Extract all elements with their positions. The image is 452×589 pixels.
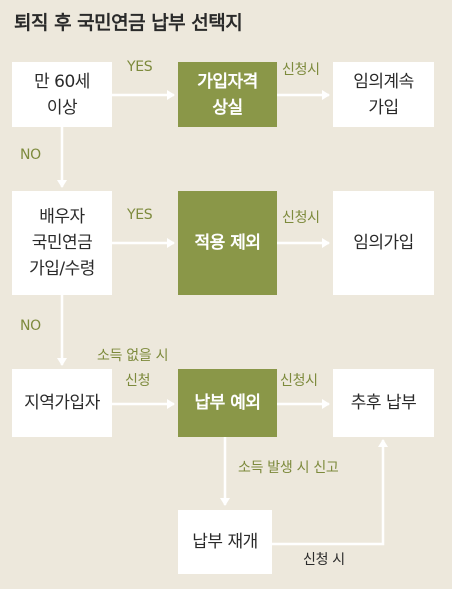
box-membership-loss: 가입자격 상실 xyxy=(178,62,277,127)
box-voluntary-continue: 임의계속 가입 xyxy=(333,62,434,127)
label-no-income: 소득 없을 시 xyxy=(97,348,169,364)
label-apply-3: 신청 xyxy=(125,373,151,389)
box-spouse-pension: 배우자 국민연금 가입/수령 xyxy=(12,191,112,295)
label-apply-1: 신청시 xyxy=(282,62,320,78)
label-no-1: NO xyxy=(20,147,41,163)
box-exclusion: 적용 제외 xyxy=(178,191,277,295)
label-apply-5: 신청 시 xyxy=(303,552,345,568)
label-apply-2: 신청시 xyxy=(282,210,320,226)
box-age-60-plus: 만 60세 이상 xyxy=(12,62,112,127)
label-income-report: 소득 발생 시 신고 xyxy=(238,460,339,476)
arrow-resume-to-later xyxy=(272,439,388,546)
label-apply-4: 신청시 xyxy=(280,373,318,389)
box-payment-resume: 납부 재개 xyxy=(178,510,272,574)
label-no-2: NO xyxy=(20,318,41,334)
page-title: 퇴직 후 국민연금 납부 선택지 xyxy=(14,12,243,34)
box-payment-exception: 납부 예외 xyxy=(178,369,277,437)
box-voluntary-join: 임의가입 xyxy=(333,191,434,295)
box-regional-member: 지역가입자 xyxy=(12,369,112,437)
label-yes-1: YES xyxy=(127,59,153,75)
box-later-payment: 추후 납부 xyxy=(333,369,434,437)
label-yes-2: YES xyxy=(127,207,153,223)
